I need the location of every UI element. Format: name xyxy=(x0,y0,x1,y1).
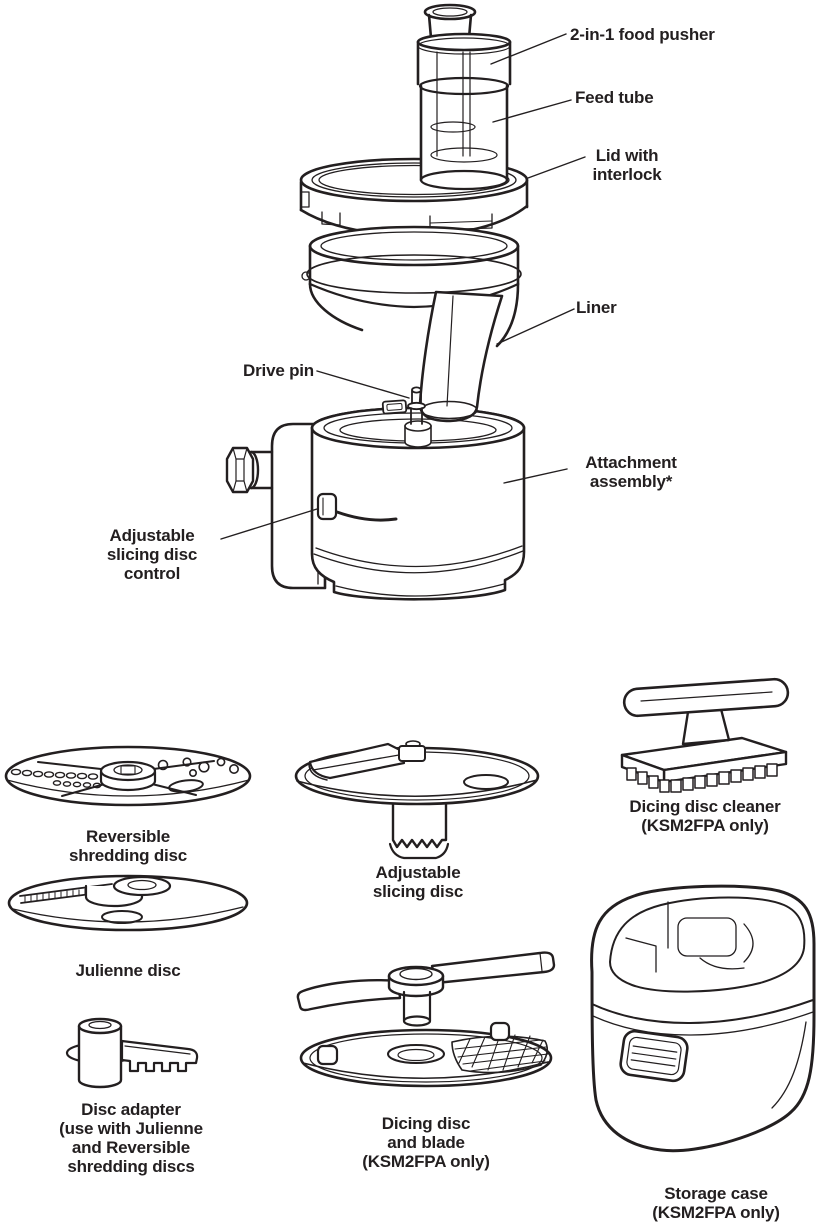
julienne-disc-drawing xyxy=(7,874,249,932)
reversible-shredding-disc-drawing xyxy=(4,745,252,807)
leader-liner xyxy=(496,308,575,345)
disc-adapter-drawing xyxy=(65,1017,199,1089)
callout-slicing-control: Adjustable slicing disc control xyxy=(106,526,198,583)
part-label-reversible-shredding-disc: Reversible shredding disc xyxy=(68,827,188,865)
leader-feed-tube xyxy=(492,99,572,123)
part-label-disc-adapter: Disc adapter (use with Julienne and Reve… xyxy=(59,1100,203,1176)
callout-drive-pin: Drive pin xyxy=(243,361,314,380)
leader-food-pusher xyxy=(490,33,567,65)
callout-food-pusher: 2-in-1 food pusher xyxy=(570,25,715,44)
part-label-adjustable-slicing-disc: Adjustable slicing disc xyxy=(372,863,464,901)
drive-pin-drawing xyxy=(381,386,426,425)
feed-tube-drawing xyxy=(418,76,510,191)
part-label-julienne-disc: Julienne disc xyxy=(75,961,181,980)
part-label-dicing-disc-cleaner: Dicing disc cleaner (KSM2FPA only) xyxy=(629,797,781,835)
callout-lid: Lid with interlock xyxy=(592,146,662,184)
callout-leader-lines xyxy=(220,33,586,540)
liner-chute-drawing xyxy=(418,290,504,423)
dicing-disc-cleaner-drawing xyxy=(620,677,790,793)
leader-slicing-control xyxy=(220,508,318,540)
leader-drive-pin xyxy=(316,370,410,399)
part-label-storage-case: Storage case (KSM2FPA only) xyxy=(652,1184,780,1222)
attachment-assembly-drawing xyxy=(225,406,526,601)
leader-attachment-assembly xyxy=(503,468,568,484)
callout-feed-tube: Feed tube xyxy=(575,88,654,107)
part-label-dicing-disc-and-blade: Dicing disc and blade (KSM2FPA only) xyxy=(362,1114,490,1171)
adjustable-slicing-disc-drawing xyxy=(294,740,540,860)
dicing-disc-and-blade-drawing xyxy=(296,951,556,1088)
callout-liner: Liner xyxy=(576,298,617,317)
callout-attachment-assembly: Attachment assembly* xyxy=(585,453,677,491)
leader-lid xyxy=(527,156,586,179)
food-pusher-drawing xyxy=(416,3,512,163)
storage-case-drawing xyxy=(590,884,816,1153)
liner-drawing xyxy=(301,225,522,348)
